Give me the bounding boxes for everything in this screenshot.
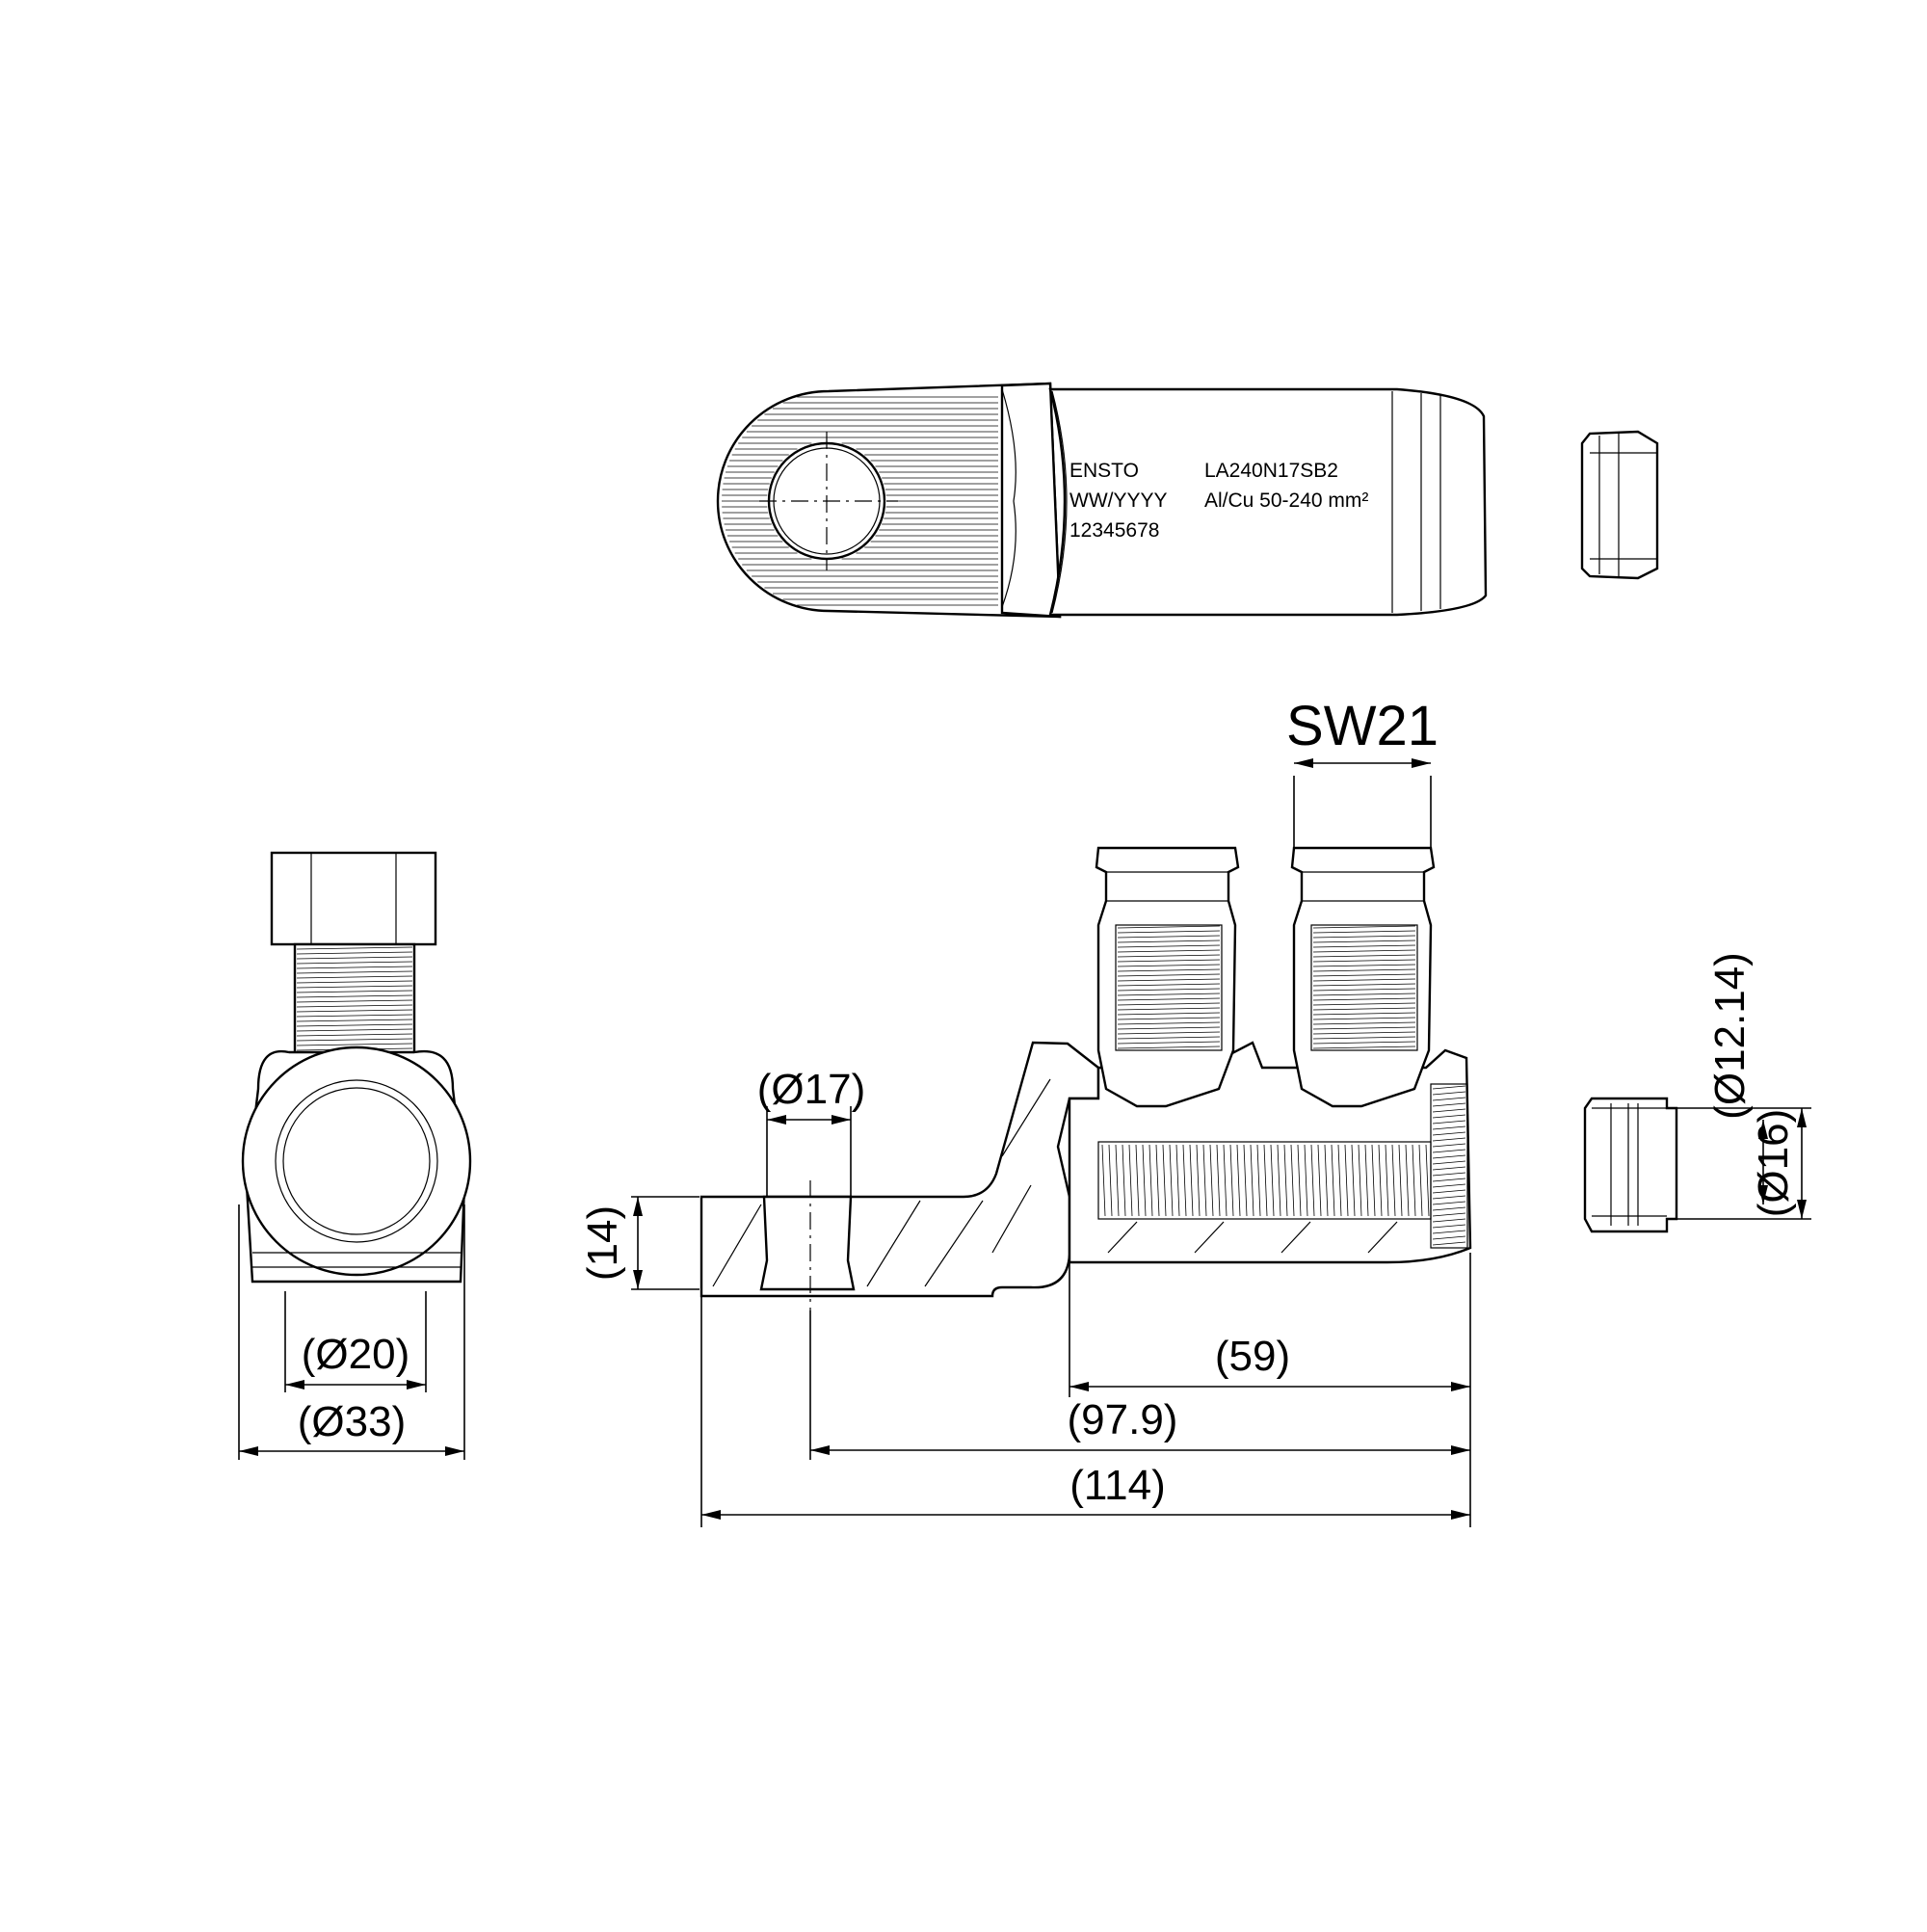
plug-side-view	[1583, 1097, 1678, 1233]
dim-outer-dia: (Ø33)	[298, 1398, 406, 1445]
dim-sw21: SW21	[1286, 695, 1439, 757]
side-palm-hole	[759, 1195, 856, 1291]
mark-range: Al/Cu 50-240 mm²	[1204, 490, 1368, 512]
barrel-thread	[1101, 1144, 1430, 1217]
mark-brand: ENSTO	[1069, 460, 1139, 482]
end-thread-band	[1432, 1085, 1466, 1246]
top-view: ENSTO WW/YYYY 12345678 LA240N17SB2 Al/Cu…	[716, 382, 1488, 619]
side-view	[700, 846, 1472, 1310]
dim-height: (14)	[579, 1205, 626, 1281]
bolt-thread	[296, 946, 413, 1051]
mark-serial: 12345678	[1069, 519, 1159, 542]
mark-part-number: LA240N17SB2	[1204, 460, 1338, 482]
palm-outline	[716, 382, 1062, 619]
dimensions: SW21 (Ø17) (14) (Ø20) (Ø33) (59) (97.9)	[238, 695, 1811, 1527]
barrel-body	[1048, 387, 1488, 617]
dim-inner-dia: (Ø20)	[302, 1331, 409, 1378]
shear-bolt-2	[1290, 846, 1436, 1108]
dim-plug-inner: (Ø12.14)	[1706, 952, 1754, 1120]
dim-barrel-length: (59)	[1215, 1333, 1290, 1380]
shear-bolt-1	[1095, 846, 1240, 1108]
dim-total-length: (114)	[1069, 1462, 1165, 1509]
dim-plug-outer: (Ø16)	[1750, 1109, 1797, 1217]
dim-hole-to-end: (97.9)	[1068, 1396, 1178, 1443]
palm-ribs	[722, 396, 998, 606]
section-hatch	[712, 1078, 1398, 1287]
bolt-hex-head	[270, 851, 437, 946]
end-view	[241, 851, 472, 1284]
dim-hole-dia: (Ø17)	[757, 1066, 865, 1113]
mark-date-code: WW/YYYY	[1069, 490, 1168, 512]
plug-top-view	[1580, 430, 1659, 580]
